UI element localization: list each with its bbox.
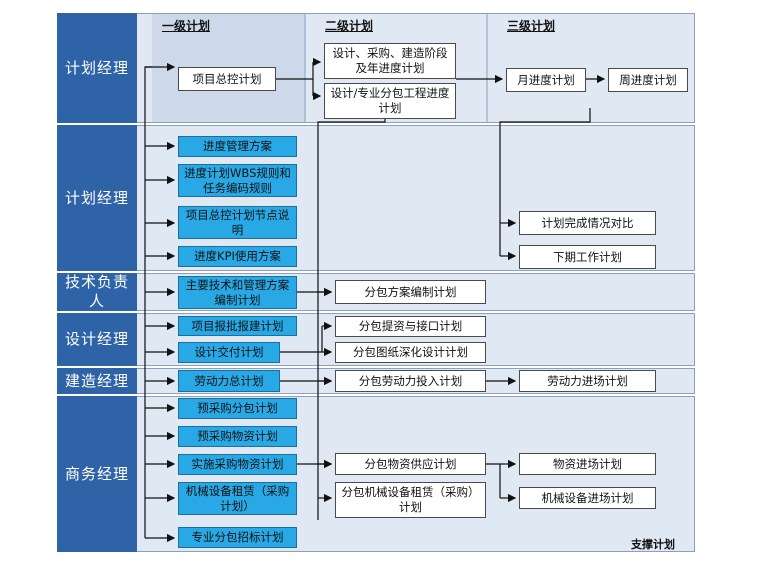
master-plan-box: 项目总控计划	[178, 67, 276, 91]
design-procurement-build-box: 设计、采购、建造阶段及年进度计划	[324, 43, 456, 79]
completion-compare-box: 计划完成情况对比	[519, 211, 656, 235]
equip-entry-box: 机械设备进场计划	[519, 487, 656, 509]
header-level1: 一级计划	[162, 19, 211, 33]
role-plan-manager-1: 计划经理	[57, 13, 137, 123]
weekly-plan-box: 周进度计划	[608, 68, 688, 92]
material-purchase-box: 实施采购物资计划	[178, 454, 297, 475]
next-work-box: 下期工作计划	[519, 245, 656, 269]
labor-total-box: 劳动力总计划	[178, 370, 280, 392]
role-design-manager: 设计经理	[57, 313, 137, 366]
progress-mgmt-box: 进度管理方案	[178, 136, 297, 157]
sub-material-box: 分包物资供应计划	[335, 453, 486, 475]
sub-data-box: 分包提资与接口计划	[335, 316, 486, 337]
wbs-rules-box: 进度计划WBS规则和任务编码规则	[178, 164, 297, 197]
milestone-desc-box: 项目总控计划节点说明	[178, 206, 297, 239]
header-level3: 三级计划	[507, 19, 556, 33]
role-technical-lead: 技术负责人	[57, 273, 137, 311]
design-subcontract-box: 设计/专业分包工程进度计划	[324, 83, 456, 119]
design-delivery-box: 设计交付计划	[178, 342, 280, 363]
header-level2: 二级计划	[325, 19, 374, 33]
pre-sub-box: 预采购分包计划	[178, 398, 297, 419]
pre-material-box: 预采购物资计划	[178, 426, 297, 447]
support-plan-label: 支撑计划	[631, 538, 675, 551]
material-entry-box: 物资进场计划	[519, 453, 656, 475]
labor-entry-box: 劳动力进场计划	[519, 370, 656, 392]
monthly-plan-box: 月进度计划	[506, 68, 586, 92]
role-commercial-manager: 商务经理	[57, 396, 137, 552]
sub-equip-box: 分包机械设备租赁（采购）计划	[335, 482, 486, 518]
kpi-box: 进度KPI使用方案	[178, 246, 297, 267]
specialty-tender-box: 专业分包招标计划	[178, 527, 297, 548]
sub-scheme-box: 分包方案编制计划	[335, 280, 486, 304]
role-construction-manager: 建造经理	[57, 368, 137, 394]
equip-lease-box: 机械设备租赁（采购计划）	[178, 482, 297, 515]
role-plan-manager-2: 计划经理	[57, 125, 137, 271]
approval-box: 项目报批报建计划	[178, 316, 297, 336]
sub-labor-box: 分包劳动力投入计划	[335, 370, 486, 392]
tech-plan-box: 主要技术和管理方案编制计划	[178, 276, 297, 309]
sub-drawing-box: 分包图纸深化设计计划	[335, 342, 486, 363]
